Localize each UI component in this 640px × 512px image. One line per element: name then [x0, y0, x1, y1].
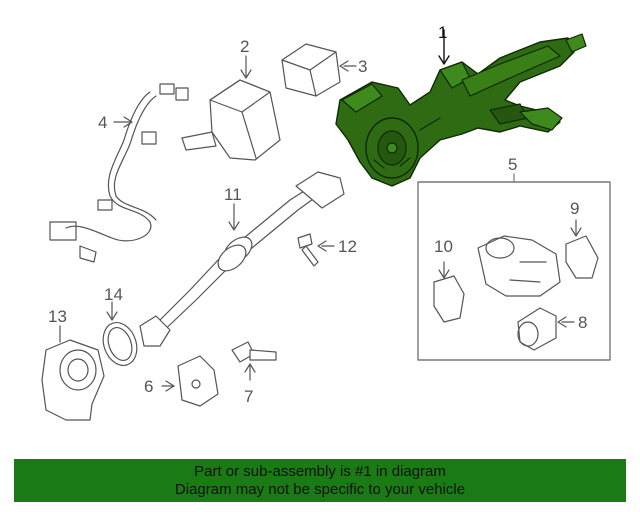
part-10-switch[interactable] — [433, 261, 465, 323]
part-3-bracket[interactable] — [281, 43, 357, 97]
callout-2[interactable]: 2 — [240, 37, 250, 56]
callout-12[interactable]: 12 — [338, 237, 357, 256]
banner-line-part-number: Part or sub-assembly is #1 in diagram — [194, 463, 446, 480]
part-4-wire-harness[interactable] — [49, 83, 189, 263]
callout-4[interactable]: 4 — [98, 113, 108, 132]
part-14-clamp[interactable] — [97, 301, 142, 370]
callout-10[interactable]: 10 — [434, 237, 453, 256]
part-2-column-cover[interactable] — [181, 55, 281, 161]
part-6-bracket[interactable] — [161, 355, 219, 407]
part-5-switch-kit-box — [417, 173, 611, 361]
part-13-cover-plate[interactable] — [41, 325, 105, 421]
part-8-key-cylinder[interactable] — [517, 307, 575, 351]
callout-8[interactable]: 8 — [578, 313, 588, 332]
callout-14[interactable]: 14 — [104, 285, 123, 304]
part-7-bolt[interactable] — [231, 341, 277, 381]
part-5-lock-housing[interactable] — [477, 235, 561, 297]
part-info-banner: Part or sub-assembly is #1 in diagram Di… — [14, 459, 626, 502]
part-9-switch[interactable] — [565, 219, 599, 279]
callout-1[interactable]: 1 — [438, 23, 448, 42]
callout-6[interactable]: 6 — [144, 377, 154, 396]
banner-line-disclaimer: Diagram may not be specific to your vehi… — [174, 481, 466, 498]
part-11-intermediate-shaft[interactable] — [139, 171, 345, 347]
callout-13[interactable]: 13 — [48, 307, 67, 326]
callout-9[interactable]: 9 — [570, 199, 580, 218]
callout-11[interactable]: 11 — [224, 185, 242, 204]
part-1-steering-column[interactable] — [335, 29, 587, 187]
part-12-bolt[interactable] — [297, 233, 335, 267]
callout-5[interactable]: 5 — [508, 155, 518, 174]
callout-3[interactable]: 3 — [358, 57, 368, 76]
callout-7[interactable]: 7 — [244, 387, 254, 406]
